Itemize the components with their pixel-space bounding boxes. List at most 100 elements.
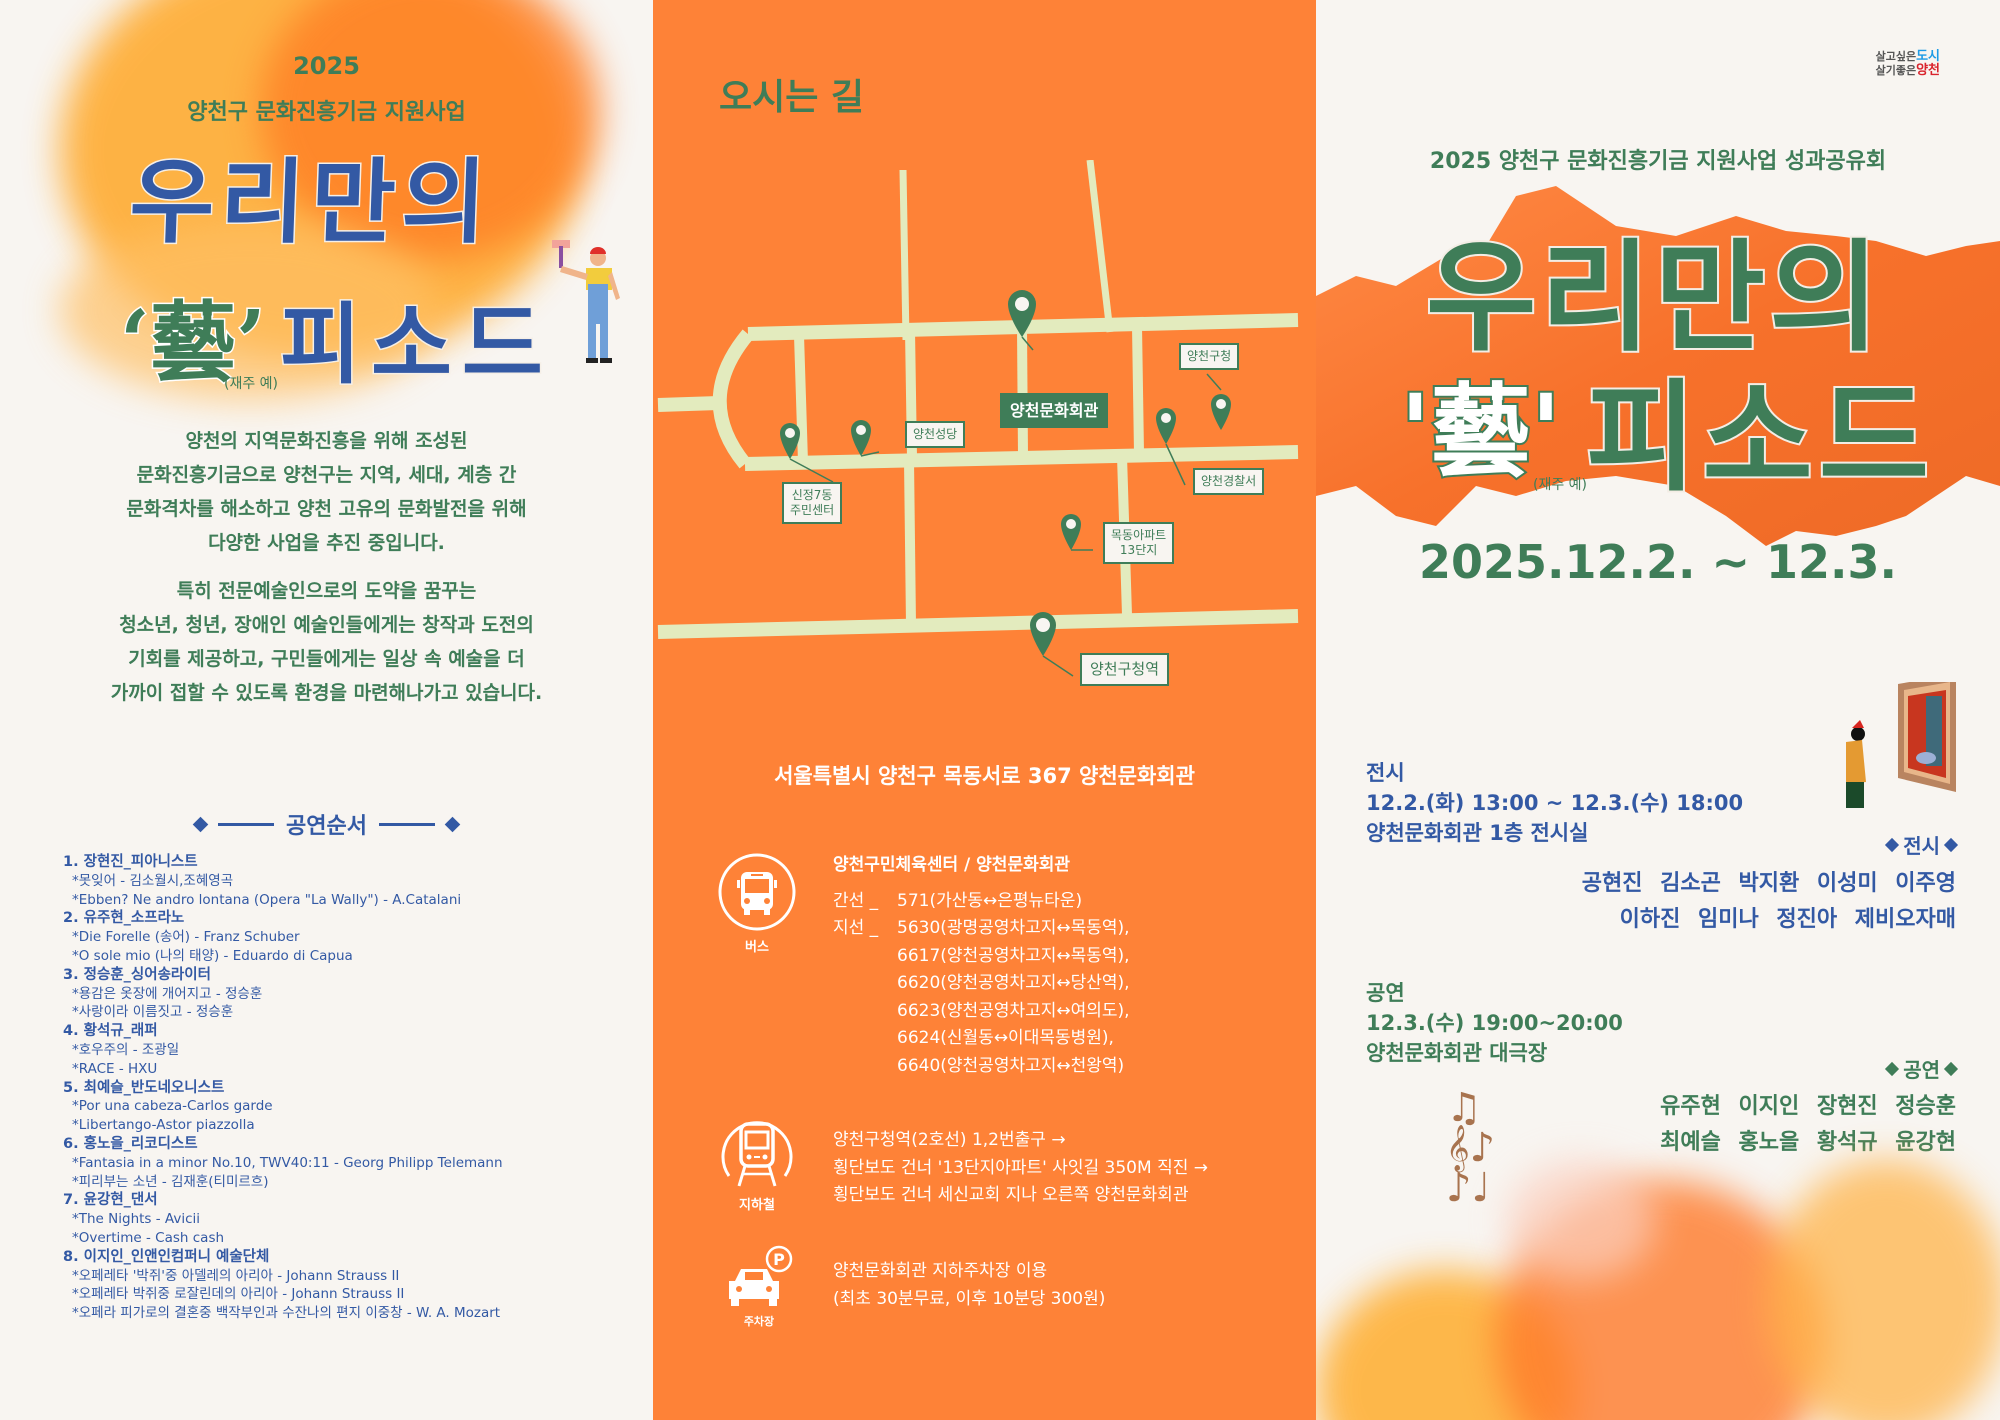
diamond-icon [1943, 837, 1959, 852]
map-label-venue: 양천문화회관 [1000, 393, 1109, 428]
parking-line: 양천문화회관 지하주차장 이용 [833, 1261, 1048, 1281]
map-label-church: 양천성당 [905, 421, 966, 448]
logo-accent: 양천 [1916, 63, 1940, 78]
bus-stop-name: 양천구민체육센터 / 양천문화회관 [833, 855, 1071, 875]
divider [378, 822, 435, 826]
exhibition-place: 양천문화회관 1층 전시실 [1366, 821, 1589, 845]
directions-title: 오시는 길 [719, 77, 865, 118]
subway-info: 양천구청역(2호선) 1,2번출구 → 횡단보도 건너 '13단지아파트' 사잇… [833, 1127, 1208, 1210]
branch-route: 6640(양천공영차고지↔천왕역) [897, 1055, 1125, 1076]
parking-line: (최초 30분무료, 이후 10분당 300원) [833, 1288, 1106, 1309]
performance-time: 12.3.(수) 19:00~20:00 [1366, 1011, 1623, 1035]
intro-line: 청소년, 청년, 장애인 예술인들에게는 창작과 도전의 [119, 614, 534, 636]
song: *피리부는 소년 - 김재훈(티미르흐) [72, 1173, 269, 1190]
program-subtitle: 양천구 문화진흥기금 지원사업 [187, 100, 466, 125]
label-line: 13단지 [1119, 543, 1158, 557]
song: *The Nights - Avicii [72, 1211, 201, 1228]
performer: 1. 장현진_피아니스트 [63, 854, 198, 870]
subway-line: 양천구청역(2호선) 1,2번출구 → [833, 1130, 1066, 1150]
branch-route: 6620(양천공영차고지↔당산역), [897, 973, 1130, 993]
program-list: 1. 장현진_피아니스트*못잊어 - 김소월시,조혜영곡*Ebben? Ne a… [63, 853, 623, 1323]
art-char: ‘藝’ [119, 291, 268, 395]
branch-route: 5630(광명공영차고지↔목동역), [897, 918, 1130, 938]
song: *Die Forelle (송어) - Franz Schuber [72, 929, 300, 946]
year-label: 2025 [293, 52, 360, 80]
exhibition-artists: 공현진 김소곤 박지환 이성미 이주영 이하진 임미나 정진아 제비오자매 [1582, 866, 1956, 938]
performance-info: 공연 12.3.(수) 19:00~20:00 양천문화회관 대극장 [1366, 978, 1623, 1068]
left-panel: 2025 양천구 문화진흥기금 지원사업 우리만의 ‘藝’ (재주 예) 피소드… [0, 0, 653, 1420]
subway-line: 횡단보도 건너 세신교회 지나 오른쪽 양천문화회관 [833, 1185, 1189, 1205]
bus-info: 양천구민체육센터 / 양천문화회관 간선 _571(가산동↔은평뉴타운) 지선 … [833, 852, 1130, 1080]
label-line: 신정7동 [791, 488, 833, 502]
torn-paper-background [1316, 186, 2000, 546]
middle-panel: 오시는 길 [653, 0, 1316, 1420]
watercolor-blob [60, 220, 440, 400]
program-item: 3. 정승훈_싱어송라이터*용감은 옷장에 개어지고 - 정승훈*사랑이라 이름… [63, 966, 623, 1022]
program-item: 7. 윤강현_댄서*The Nights - Avicii*Overtime -… [63, 1191, 623, 1247]
watercolor-blob [260, 0, 600, 260]
logo-text: 살고싶은 [1875, 50, 1917, 63]
intro-line: 다양한 사업을 추진 중입니다. [208, 532, 445, 554]
title-line2: 피소드 [279, 292, 553, 398]
subway-icon [721, 1121, 793, 1187]
branch-route: 6617(양천공영차고지↔목동역), [897, 945, 1130, 966]
subway-label: 지하철 [739, 1198, 775, 1213]
song: *오페라 피가로의 결혼중 백작부인과 수잔나의 편지 이중창 - W. A. … [72, 1305, 501, 1322]
logo-text: 살기좋은 [1875, 64, 1917, 77]
performer: 6. 홍노을_리코디스트 [63, 1135, 198, 1152]
exhibition-time: 12.2.(화) 13:00 ~ 12.3.(수) 18:00 [1366, 791, 1744, 815]
branch-route: 6624(신월동↔이대목동병원), [897, 1028, 1114, 1048]
map-label-district-office: 양천구청 [1179, 343, 1240, 370]
label-line: 주민센터 [790, 503, 835, 517]
logo-accent: 도시 [1916, 49, 1940, 64]
diamond-icon [192, 816, 209, 832]
song: *오페레타 '박쥐'중 아델레의 아리아 - Johann Strauss II [72, 1267, 400, 1284]
right-panel: 살고싶은도시 살기좋은양천 2025 양천구 문화진흥기금 지원사업 성과공유회… [1316, 0, 2000, 1420]
intro-line: 가까이 접할 수 있도록 환경을 마련해나가고 있습니다. [110, 682, 543, 704]
diamond-icon [444, 816, 461, 832]
song: *오페레타 박쥐중 로잘린데의 아리아 - Johann Strauss II [72, 1286, 405, 1303]
performance-place: 양천문화회관 대극장 [1366, 1041, 1548, 1065]
directions-map [657, 160, 1299, 677]
yangcheon-logo: 살고싶은도시 살기좋은양천 [1876, 50, 1940, 78]
diamond-icon [1885, 837, 1900, 852]
artist-names: 공현진 김소곤 박지환 이성미 이주영 [1581, 871, 1956, 896]
performer-names: 유주현 이지인 장현진 정승훈 [1660, 1094, 1956, 1119]
intro-line: 문화진흥기금으로 양천구는 지역, 세대, 계층 간 [136, 464, 517, 486]
song: *호우주의 - 조광일 [72, 1041, 180, 1058]
intro-text: 양천의 지역문화진흥을 위해 조성된 문화진흥기금으로 양천구는 지역, 세대,… [40, 424, 613, 710]
program-item: 1. 장현진_피아니스트*못잊어 - 김소월시,조혜영곡*Ebben? Ne a… [63, 853, 623, 909]
performer: 2. 유주현_소프라노 [63, 910, 185, 927]
bus-section-icon: 버스 [717, 852, 797, 955]
song: *RACE - HXU [72, 1060, 158, 1077]
performance-artists: 유주현 이지인 장현진 정승훈 최예슬 홍노을 황석규 윤강현 [1660, 1089, 1956, 1161]
song: *Ebben? Ne andro lontana (Opera "La Wall… [72, 891, 462, 908]
artist-names: 이하진 임미나 정진아 제비오자매 [1619, 907, 1956, 932]
intro-line: 기회를 제공하고, 구민들에게는 일상 속 예술을 더 [128, 648, 525, 670]
program-item: 5. 최예슬_반도네오니스트*Por una cabeza-Carlos gar… [63, 1079, 623, 1135]
title-line2: 피소드 [1584, 367, 1936, 510]
map-label-police: 양천경찰서 [1193, 468, 1265, 495]
map-label-community-center: 신정7동 주민센터 [782, 482, 843, 524]
intro-line: 특히 전문예술인으로의 도약을 꿈꾸는 [176, 580, 477, 602]
parking-car-icon: P [729, 1245, 793, 1306]
branch-key: 지선 _ [833, 918, 879, 938]
performer: 5. 최예슬_반도네오니스트 [63, 1079, 225, 1096]
program-item: 2. 유주현_소프라노 *Die Forelle (송어) - Franz Sch… [63, 909, 623, 965]
title-line1: 우리만의 [126, 148, 495, 258]
performer-names: 최예슬 홍노을 황석규 윤강현 [1660, 1130, 1956, 1155]
program-item: 4. 황석규_래퍼*호우주의 - 조광일 *RACE - HXU [63, 1022, 623, 1078]
exhibition-tag: 전시 [1885, 830, 1959, 859]
subway-line: 횡단보도 건너 '13단지아파트' 사잇길 350M 직진 → [833, 1157, 1209, 1178]
watercolor-blob [1766, 1160, 2000, 1420]
song: *Overtime - Cash cash [72, 1229, 225, 1246]
performer: 4. 황석규_래퍼 [63, 1023, 158, 1040]
bus-label: 버스 [745, 940, 769, 955]
bus-icon [718, 853, 796, 931]
music-notes-icon: ♫𝄞♪♪♩ [1446, 1085, 1496, 1211]
song: *Libertango-Astor piazzolla [72, 1117, 255, 1134]
svg-text:P: P [773, 1250, 785, 1269]
program-item: 8. 이지인_인앤인컴퍼니 예술단체*오페레타 '박쥐'중 아델레의 아리아 -… [63, 1248, 623, 1323]
map-label-apartment: 목동아파트 13단지 [1103, 522, 1175, 564]
map-label-station: 양천구청역 [1080, 653, 1170, 686]
